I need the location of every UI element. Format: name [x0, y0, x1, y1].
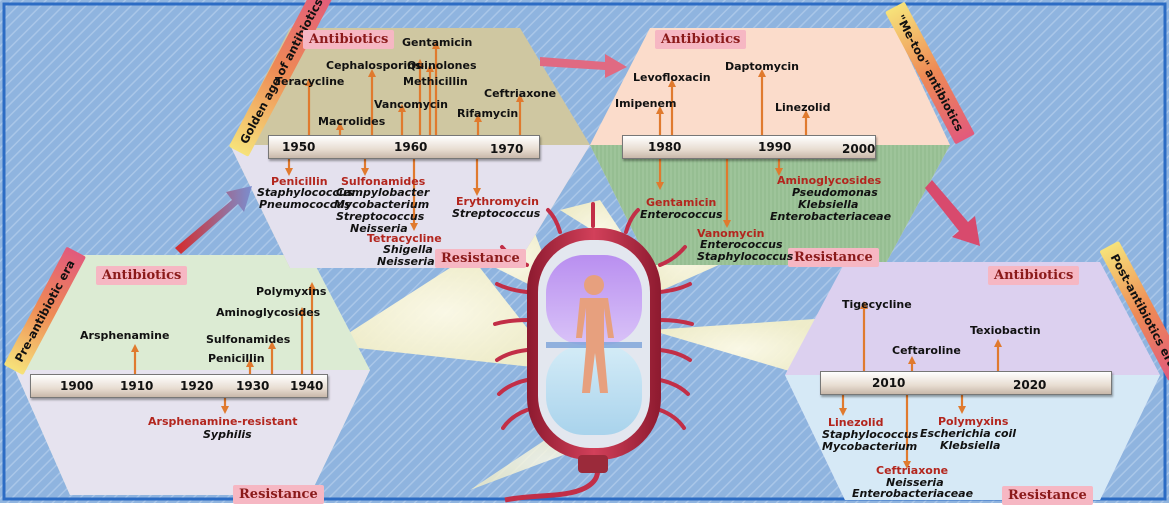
antibiotics-header-pre: Antibiotics	[96, 266, 187, 285]
antibiotic-label: Linezolid	[775, 101, 830, 114]
antibiotic-label: Aminoglycosides	[216, 306, 320, 319]
resistant-organism-label: Klebsiella	[940, 439, 1000, 452]
antibiotic-label: Tigecycline	[842, 298, 912, 311]
resistant-organism-label: Syphilis	[203, 428, 252, 441]
resistant-organism-label: Streptococcus	[452, 207, 540, 220]
antibiotic-label: Vancomycin	[374, 98, 448, 111]
year-label: 1940	[290, 379, 323, 393]
antibiotics-header-golden: Antibiotics	[303, 30, 394, 49]
year-label: 1920	[180, 379, 213, 393]
year-label: 1950	[282, 140, 315, 154]
antibiotic-label: Ceftaroline	[892, 344, 961, 357]
antibiotic-label: Teracycline	[275, 75, 344, 88]
antibiotic-label: Methicillin	[403, 75, 468, 88]
resistant-organism-label: Enterobacteriaceae	[852, 487, 973, 500]
resistance-drug-label: Arsphenamine-resistant	[148, 415, 298, 428]
resistant-organism-label: Neisseria	[377, 255, 435, 268]
antibiotic-label: Quinolones	[407, 59, 477, 72]
year-label: 1960	[394, 140, 427, 154]
antibiotic-label: Rifamycin	[457, 107, 518, 120]
antibiotics-header-metoo: Antibiotics	[655, 30, 746, 49]
antibiotic-label: Macrolides	[318, 115, 385, 128]
antibiotic-label: Arsphenamine	[80, 329, 169, 342]
timeline-bar-post	[820, 371, 1112, 395]
resistant-organism-label: Enterobacteriaceae	[770, 210, 891, 223]
antibiotic-label: Polymyxins	[256, 285, 326, 298]
resistance-header-golden: Resistance	[435, 249, 526, 268]
resistance-header-pre: Resistance	[233, 485, 324, 504]
year-label: 2010	[872, 376, 905, 390]
antibiotic-label: Ceftriaxone	[484, 87, 556, 100]
antibiotic-label: Gentamicin	[402, 36, 472, 49]
antibiotic-label: Levofloxacin	[633, 71, 711, 84]
resistant-organism-label: Enterococcus	[640, 208, 723, 221]
antibiotic-label: Sulfonamides	[206, 333, 290, 346]
year-label: 1900	[60, 379, 93, 393]
year-label: 1910	[120, 379, 153, 393]
year-label: 2000	[842, 142, 875, 156]
year-label: 2020	[1013, 378, 1046, 392]
year-label: 1970	[490, 142, 523, 156]
resistant-organism-label: Staphylococcus	[697, 250, 793, 263]
antibiotics-header-post: Antibiotics	[988, 266, 1079, 285]
antibiotic-label: Texiobactin	[970, 324, 1041, 337]
antibiotic-label: Daptomycin	[725, 60, 799, 73]
resistant-organism-label: Mycobacterium	[822, 440, 917, 453]
year-label: 1930	[236, 379, 269, 393]
antibiotic-label: Penicillin	[208, 352, 265, 365]
resistance-header-metoo: Resistance	[788, 248, 879, 267]
year-label: 1990	[758, 140, 791, 154]
year-label: 1980	[648, 140, 681, 154]
antibiotic-label: Imipenem	[615, 97, 676, 110]
resistance-header-post: Resistance	[1002, 486, 1093, 505]
